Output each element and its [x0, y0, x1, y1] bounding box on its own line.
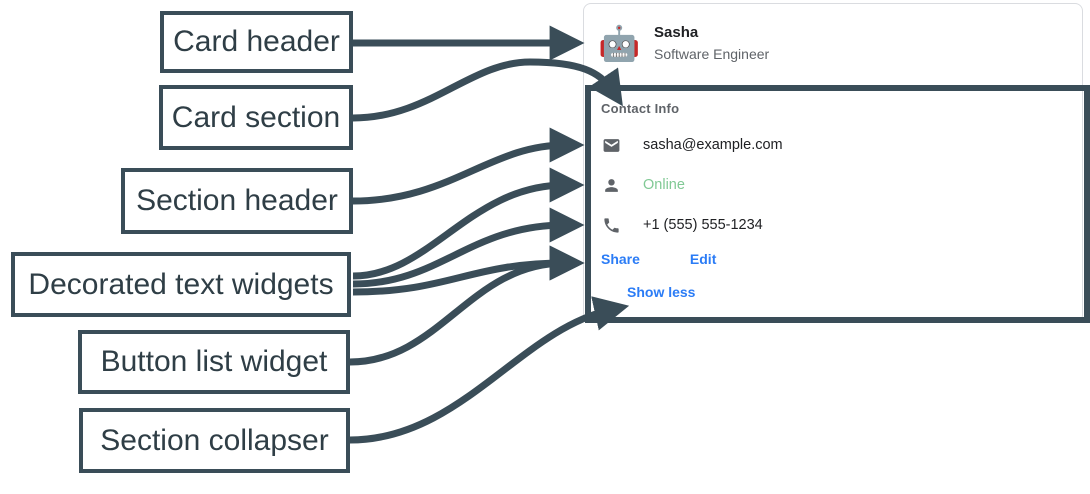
connector-card-section	[352, 58, 623, 122]
connector-section-collapser	[349, 296, 630, 444]
connector-deco-2	[352, 207, 585, 288]
connector-button-list	[349, 245, 585, 366]
card-header: 🤖 Sasha Software Engineer	[584, 4, 1082, 84]
demo-card: 🤖 Sasha Software Engineer	[583, 3, 1083, 323]
decorated-text-row-email: sasha@example.com	[601, 131, 1083, 159]
card-header-title: Sasha	[654, 24, 699, 41]
decorated-text-row-status: Online	[601, 171, 1083, 199]
phone-value: +1 (555) 555-1234	[643, 217, 763, 233]
person-icon	[601, 175, 621, 195]
section-header: Contact Info	[601, 101, 680, 116]
connector-deco-1	[352, 167, 585, 280]
annotation-card-section: Card section	[159, 85, 353, 150]
email-icon	[601, 135, 621, 155]
card-header-texts: Sasha Software Engineer	[654, 23, 769, 65]
share-button[interactable]: Share	[601, 251, 640, 267]
button-list-widget: Share Edit	[601, 251, 1083, 267]
annotation-card-header: Card header	[160, 11, 353, 73]
robot-avatar-icon: 🤖	[598, 25, 641, 63]
annotation-button-list: Button list widget	[78, 330, 350, 394]
edit-button[interactable]: Edit	[689, 251, 717, 267]
status-value: Online	[643, 177, 685, 193]
annotation-decorated-text: Decorated text widgets	[11, 252, 351, 317]
decorated-text-row-phone: +1 (555) 555-1234	[601, 211, 1083, 239]
annotation-section-collapser: Section collapser	[79, 408, 350, 473]
section-collapser-button[interactable]: Show less	[627, 284, 696, 300]
email-value: sasha@example.com	[643, 137, 783, 153]
card-header-subtitle: Software Engineer	[654, 46, 770, 62]
phone-icon	[601, 215, 621, 235]
connector-section-header	[352, 127, 585, 205]
card-section: Contact Info sasha@example.com Online	[583, 85, 1083, 323]
annotation-section-header: Section header	[121, 168, 353, 234]
connector-deco-3	[352, 245, 585, 296]
